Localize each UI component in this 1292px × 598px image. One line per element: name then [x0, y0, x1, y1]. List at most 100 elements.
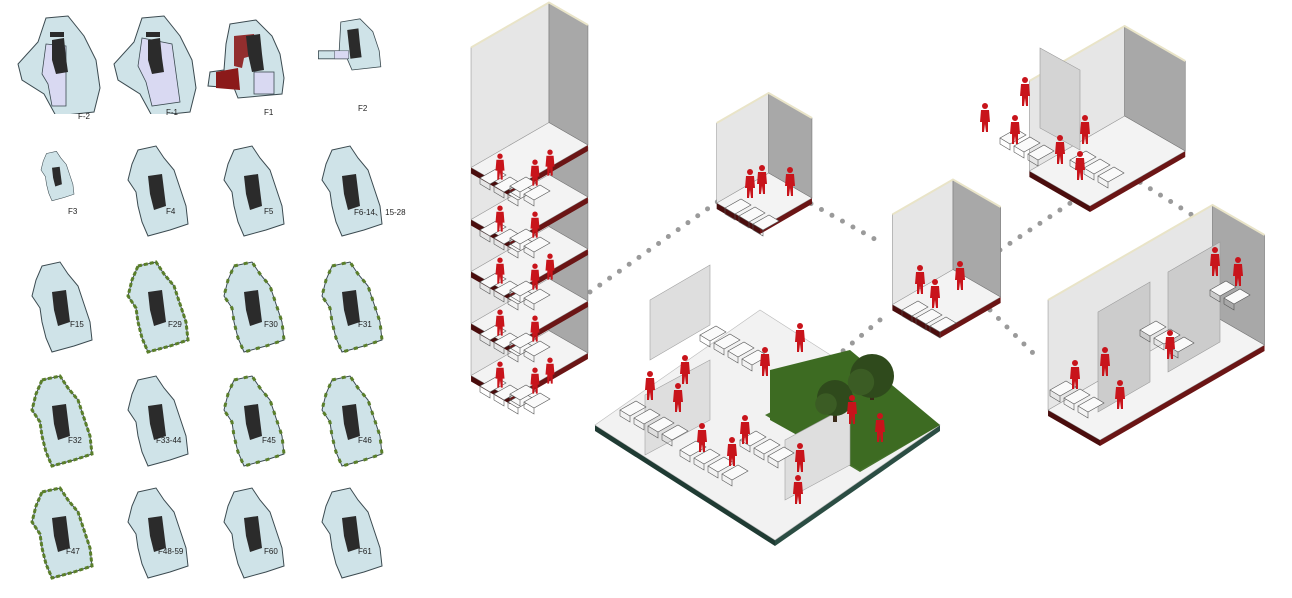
person-figure-icon	[727, 437, 737, 466]
person-figure-icon	[495, 361, 505, 388]
floor-plan-label: F32	[68, 436, 82, 445]
person-figure-icon	[795, 443, 805, 472]
floor-plan-icon	[222, 260, 286, 354]
desk-cluster	[619, 400, 689, 447]
person-figure-icon	[760, 347, 770, 376]
person-figure-icon	[955, 261, 965, 290]
desk-cluster	[509, 384, 551, 415]
floor-plan-label: F29	[168, 320, 182, 329]
floor-plan-label: F-2	[78, 112, 90, 121]
floor-plan-label: F60	[264, 547, 278, 556]
floor-plan-icon	[30, 486, 94, 580]
ground-floor-plaza	[594, 264, 941, 546]
floor-plan-label: F47	[66, 547, 80, 556]
person-figure-icon	[495, 309, 505, 336]
floor-plan-icon	[223, 487, 285, 579]
floor-plan-icon	[127, 375, 189, 467]
person-figure-icon	[645, 371, 655, 400]
person-figure-icon	[1115, 380, 1125, 409]
floor-plan-label: F-1	[166, 108, 178, 117]
office-module-medium	[891, 178, 1002, 338]
floor-plan-f5	[204, 140, 314, 256]
person-figure-icon	[530, 159, 540, 186]
person-figure-icon	[980, 103, 990, 132]
floor-plan-label: F30	[264, 320, 278, 329]
desk-cluster	[1049, 380, 1105, 419]
person-figure-icon	[673, 383, 683, 412]
person-figure-icon	[545, 357, 555, 384]
person-figure-icon	[1233, 257, 1243, 286]
desk-cluster	[509, 332, 551, 363]
floor-plan-f46	[302, 370, 412, 486]
person-figure-icon	[495, 205, 505, 232]
person-figure-icon	[530, 211, 540, 238]
tree-icon	[815, 380, 853, 422]
floor-plan-icon	[31, 261, 93, 353]
person-figure-icon	[915, 265, 925, 294]
floor-plan-label: F4	[166, 207, 176, 216]
person-figure-icon	[795, 323, 805, 352]
person-figure-icon	[1210, 247, 1220, 276]
floor-plan-icon	[127, 145, 189, 237]
floor-plan-label: F48-59	[158, 547, 184, 556]
person-figure-icon	[1100, 347, 1110, 376]
floor-plan-label: F3	[68, 207, 78, 216]
person-figure-icon	[1010, 115, 1020, 144]
floor-plan-f32	[12, 370, 122, 486]
floor-plan-label: F46	[358, 436, 372, 445]
floor-plan-label: F45	[262, 436, 276, 445]
floor-plan-f31	[302, 256, 412, 372]
desk-cluster	[1209, 280, 1251, 311]
person-figure-icon	[793, 475, 803, 504]
desk-cluster	[509, 176, 551, 207]
person-figure-icon	[1070, 360, 1080, 389]
floor-plan-icon	[113, 15, 197, 114]
floor-plan-f6-1415-28	[302, 140, 412, 256]
floor-plan-icon	[17, 15, 101, 114]
person-figure-icon	[785, 167, 795, 196]
person-figure-icon	[545, 149, 555, 176]
person-figure-icon	[1020, 77, 1030, 106]
person-figure-icon	[495, 153, 505, 180]
floor-plan-label: F31	[358, 320, 372, 329]
person-figure-icon	[875, 413, 885, 442]
floor-plan-label: F6-14、 15-28	[354, 208, 406, 217]
floor-plan-icon	[207, 19, 285, 99]
person-figure-icon	[847, 395, 857, 424]
floor-plan-icon	[321, 145, 383, 237]
floor-plan-label: F1	[264, 108, 274, 117]
floor-plan-icon	[30, 374, 94, 468]
floor-plan-icon	[126, 260, 190, 354]
floor-plan-f15	[12, 256, 122, 372]
person-figure-icon	[530, 315, 540, 342]
desk-cluster	[509, 280, 551, 311]
office-tower-stack	[470, 1, 589, 415]
floor-plan-f47	[12, 482, 122, 598]
tree-icon	[847, 354, 894, 400]
person-figure-icon	[680, 355, 690, 384]
floor-plan-f60	[204, 482, 314, 598]
person-figure-icon	[740, 415, 750, 444]
person-figure-icon	[1165, 330, 1175, 359]
person-figure-icon	[757, 165, 767, 194]
floor-plan-icon	[127, 487, 189, 579]
floor-plan-f-2	[12, 14, 122, 130]
floor-plan-label: F33-44	[156, 436, 182, 445]
floor-plan-f1	[204, 14, 314, 130]
person-figure-icon	[1055, 135, 1065, 164]
floor-plan-icon	[222, 374, 286, 468]
floor-plan-icon	[318, 18, 382, 71]
floor-plan-icon	[321, 487, 383, 579]
person-figure-icon	[930, 279, 940, 308]
floor-plan-icon	[320, 260, 384, 354]
person-figure-icon	[1080, 115, 1090, 144]
floor-plan-f61	[302, 482, 412, 598]
desk-cluster	[901, 300, 957, 339]
floor-plan-f-1	[108, 14, 218, 130]
floor-plan-f33-44	[108, 370, 218, 486]
floor-plan-label: F61	[358, 547, 372, 556]
desk-cluster	[724, 198, 780, 237]
floor-plan-label: F2	[358, 104, 368, 113]
person-figure-icon	[530, 367, 540, 394]
floor-plan-f29	[108, 256, 218, 372]
